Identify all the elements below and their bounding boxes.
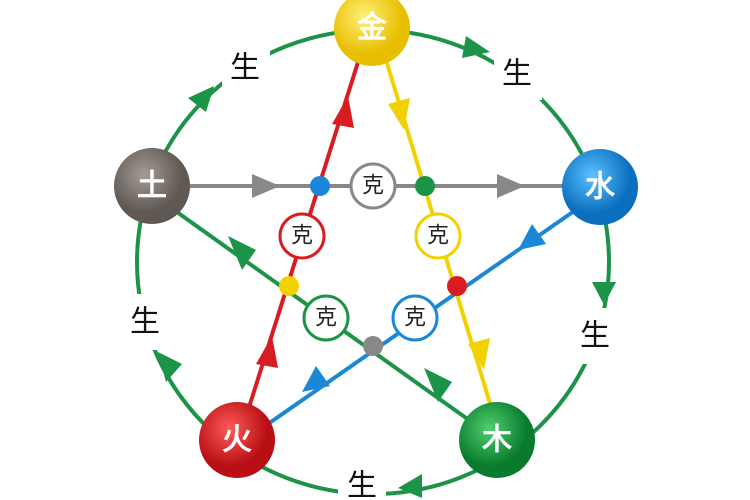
generate-label-wood-fire: 生 [347, 469, 377, 500]
node-wood-label: 木 [481, 423, 512, 458]
arrow-metal-wood-2 [468, 338, 490, 370]
node-fire: 火 [199, 402, 275, 478]
overcome-label: 克 [362, 174, 384, 199]
overcome-badge-wood-earth: 克 [302, 294, 350, 342]
arrow-wood-earth-1 [424, 368, 452, 402]
node-earth-label: 土 [137, 169, 167, 204]
arrow-wood-earth-2 [228, 236, 256, 270]
node-water: 水 [562, 149, 638, 225]
generate-label-metal-water: 生 [502, 57, 532, 92]
arrow-earth-metal [188, 86, 214, 112]
generate-label-fire-earth: 生 [130, 305, 160, 340]
arrow-water-fire-2 [302, 366, 330, 392]
intersection-dot-gray [363, 336, 383, 356]
node-metal: 金 [334, 0, 410, 66]
generate-label-earth-metal: 生 [230, 51, 260, 86]
overcome-label: 克 [404, 306, 426, 331]
overcome-label: 克 [315, 306, 337, 331]
overcome-badge-metal-wood: 克 [414, 212, 462, 260]
intersection-dot-blue [310, 176, 330, 196]
label-gaps [122, 42, 620, 500]
overcome-badge-earth-water: 克 [349, 162, 397, 210]
arrow-metal-water [462, 36, 490, 58]
overcome-label: 克 [427, 224, 449, 249]
generate-label-water-wood: 生 [580, 319, 610, 354]
node-wood: 木 [459, 402, 535, 478]
arrow-wood-fire [398, 474, 422, 498]
overcome-label: 克 [291, 224, 313, 249]
arrow-metal-wood-1 [388, 98, 410, 130]
node-water-label: 水 [585, 170, 616, 205]
node-earth: 土 [114, 148, 190, 224]
intersection-dot-yellow [279, 276, 299, 296]
arrow-earth-water-1 [252, 174, 280, 198]
arrow-fire-metal-1 [332, 96, 354, 128]
arrow-earth-water-2 [497, 174, 525, 198]
arrow-water-fire-1 [518, 224, 546, 250]
node-metal-label: 金 [356, 11, 388, 46]
overcome-badge-water-fire: 克 [391, 294, 439, 342]
arrow-water-wood [592, 282, 616, 305]
arrow-fire-metal-2 [256, 336, 278, 368]
intersection-dot-green [415, 176, 435, 196]
node-fire-label: 火 [222, 423, 252, 458]
intersection-dot-red [447, 276, 467, 296]
arrow-fire-earth [158, 352, 182, 382]
overcome-badge-fire-metal: 克 [278, 212, 326, 260]
